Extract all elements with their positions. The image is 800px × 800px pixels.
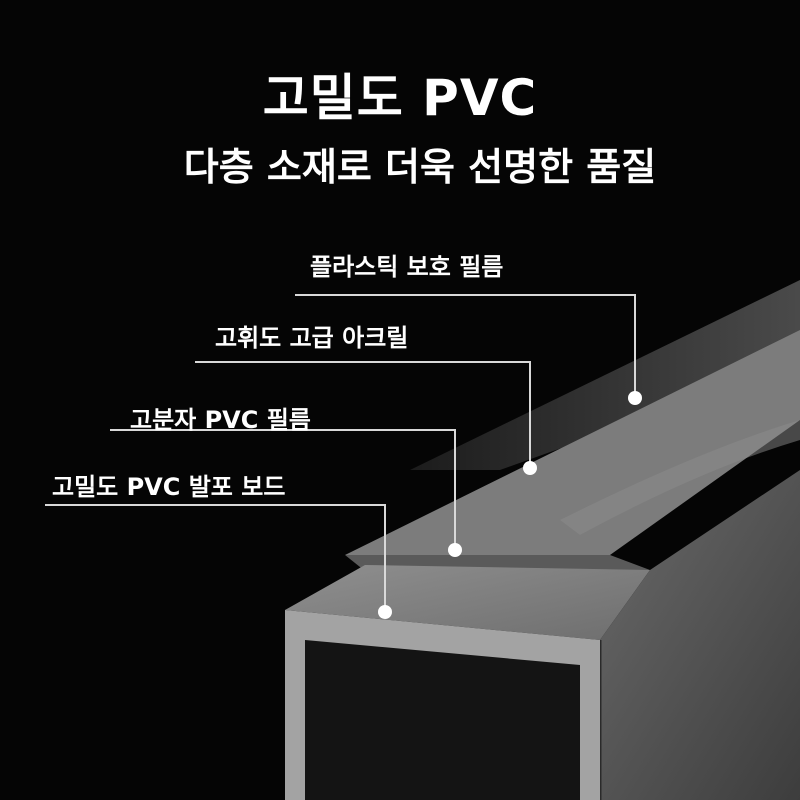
marker-dot: [523, 461, 537, 475]
board-hollow-core: [305, 640, 580, 800]
layer-label-pvc-film: 고분자 PVC 필름: [130, 406, 311, 434]
layer-label-protective-film: 플라스틱 보호 필름: [310, 253, 504, 281]
leader-line-acrylic: [195, 361, 531, 468]
layer-label-acrylic: 고휘도 고급 아크릴: [215, 324, 409, 352]
marker-dot: [378, 605, 392, 619]
marker-dot: [628, 391, 642, 405]
acrylic-layer: [345, 330, 800, 560]
leader-line-pvc-board: [45, 504, 386, 612]
leader-line-pvc-film: [110, 429, 456, 550]
leader-line-protective-film: [295, 294, 636, 398]
protective-film-layer: [410, 280, 800, 470]
board-side-face: [600, 470, 800, 800]
page-title: 고밀도 PVC: [262, 69, 538, 127]
page-subtitle: 다층 소재로 더욱 선명한 품질: [183, 145, 657, 189]
layer-label-pvc-board: 고밀도 PVC 발포 보드: [52, 473, 286, 501]
marker-dot: [448, 543, 462, 557]
board-top-face: [285, 565, 650, 640]
